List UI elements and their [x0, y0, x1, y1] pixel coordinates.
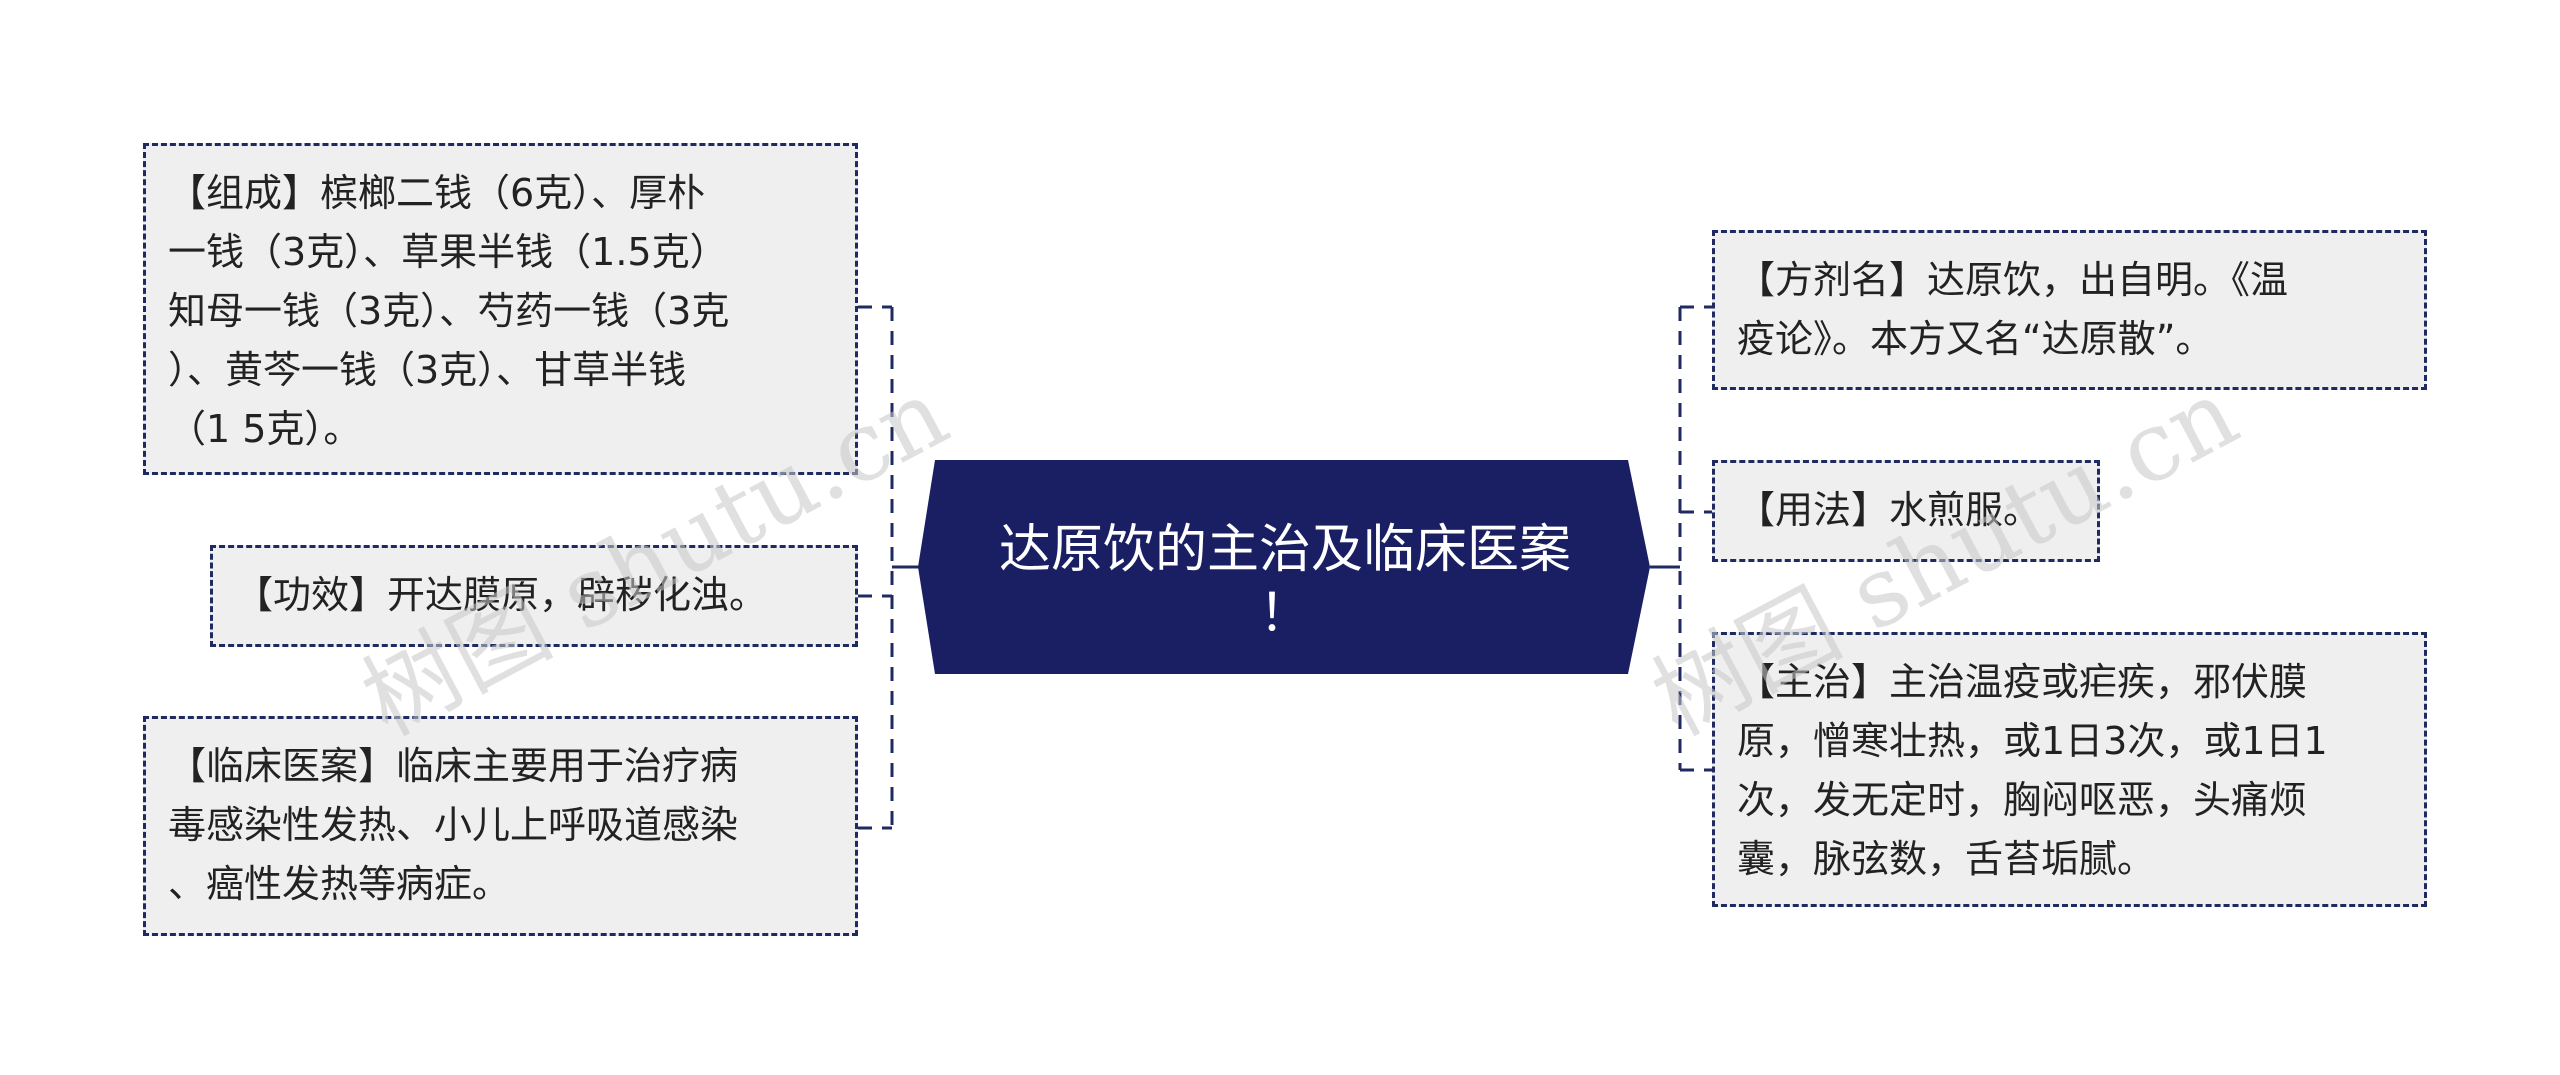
- left-node-composition[interactable]: 【组成】槟榔二钱（6克）、厚朴 一钱（3克）、草果半钱（1.5克） 知母一钱（3…: [143, 143, 858, 475]
- right-node-indications[interactable]: 【主治】主治温疫或疟疾，邪伏膜 原，憎寒壮热，或1日3次，或1日1 次，发无定时…: [1712, 632, 2427, 907]
- right-node-formula-name[interactable]: 【方剂名】达原饮，出自明。《温 疫论》。本方又名“达原散”。: [1712, 230, 2427, 390]
- center-node-shape[interactable]: [918, 460, 1650, 674]
- left-node-clinical-cases[interactable]: 【临床医案】临床主要用于治疗病 毒感染性发热、小儿上呼吸道感染 、癌性发热等病症…: [143, 716, 858, 936]
- right-node-usage[interactable]: 【用法】水煎服。: [1712, 460, 2100, 562]
- left-node-efficacy[interactable]: 【功效】开达膜原，辟秽化浊。: [210, 545, 858, 647]
- center-node-title[interactable]: 达原饮的主治及临床医案 ！: [998, 520, 1571, 644]
